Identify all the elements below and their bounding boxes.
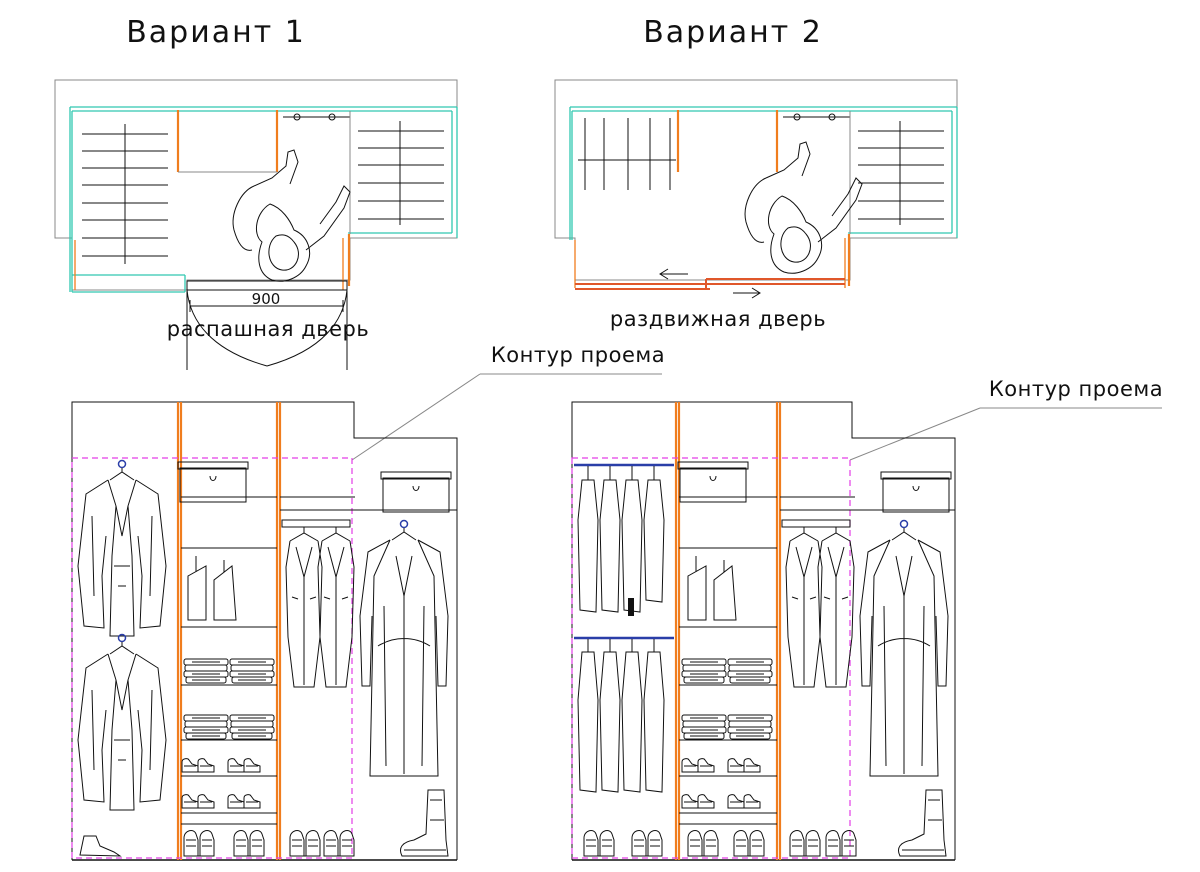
variant1-title: Вариант 1 xyxy=(126,15,306,50)
plan-variant2: раздвижная дверь xyxy=(554,79,958,331)
person-icon xyxy=(232,149,351,282)
variant2-door-label: раздвижная дверь xyxy=(610,307,826,331)
door-width-dimension: 900 xyxy=(252,290,281,308)
plan-variant1: 900 распашная дверь xyxy=(54,79,458,370)
elevation-variant2 xyxy=(571,401,956,861)
variant1-door-label: распашная дверь xyxy=(167,317,370,341)
variant2-title: Вариант 2 xyxy=(643,15,823,50)
contour-label-2: Контур проема xyxy=(989,377,1163,401)
contour-callout-2: Контур проема xyxy=(849,377,1163,461)
contour-callout-1: Контур проема xyxy=(351,343,665,461)
elevation-variant1 xyxy=(71,401,458,861)
contour-label-1: Контур проема xyxy=(491,343,665,367)
